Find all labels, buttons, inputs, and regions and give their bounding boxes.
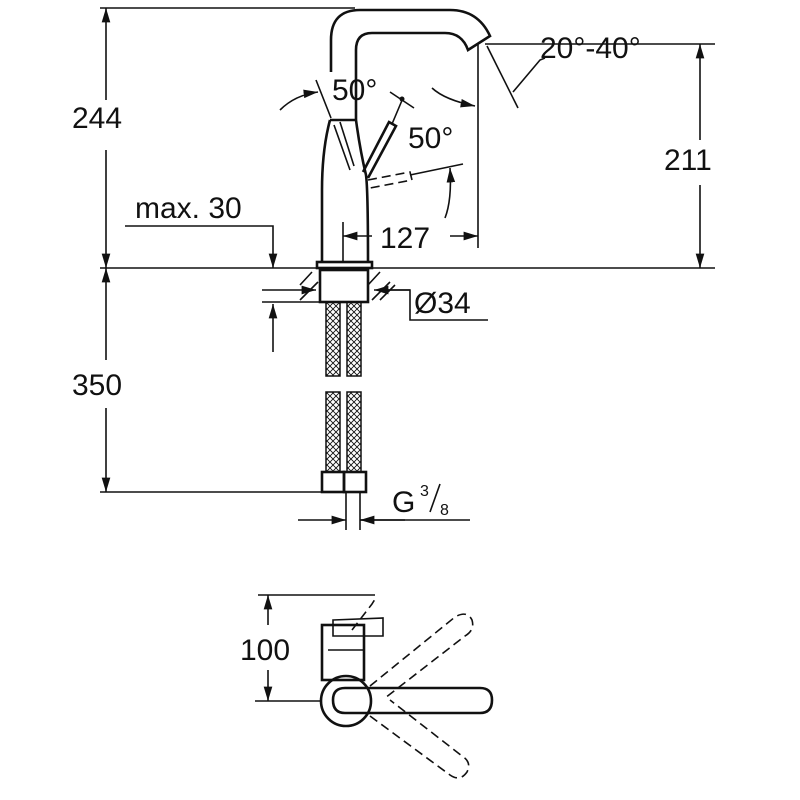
- svg-text:Ø34: Ø34: [414, 287, 471, 320]
- svg-text:8: 8: [440, 502, 449, 519]
- svg-text:G: G: [392, 486, 415, 519]
- faucet-lever: [361, 91, 464, 189]
- svg-text:100: 100: [240, 634, 290, 667]
- svg-text:3: 3: [420, 483, 429, 500]
- angle-annotations: 50° 50° 20°-40°: [279, 32, 641, 219]
- dimension-350: 350: [72, 268, 322, 493]
- dimension-max-30: max. 30: [125, 192, 355, 352]
- dimension-244: 244: [72, 7, 355, 268]
- deck-section: Ø34: [262, 271, 488, 321]
- svg-text:50°: 50°: [408, 122, 453, 155]
- dimension-thread: G 3 8: [298, 483, 470, 530]
- svg-text:50°: 50°: [332, 74, 377, 107]
- svg-text:350: 350: [72, 369, 122, 402]
- svg-text:211: 211: [664, 144, 712, 177]
- supply-hoses: [318, 268, 370, 494]
- faucet-body: [315, 118, 374, 270]
- dimension-211: 211: [485, 43, 715, 268]
- svg-text:244: 244: [72, 102, 122, 135]
- svg-text:max. 30: max. 30: [135, 192, 242, 225]
- svg-text:127: 127: [380, 222, 430, 255]
- faucet-spout: [329, 8, 492, 120]
- svg-text:20°-40°: 20°-40°: [540, 32, 641, 65]
- dimension-127: 127: [342, 44, 479, 262]
- plan-view: 100: [240, 594, 494, 779]
